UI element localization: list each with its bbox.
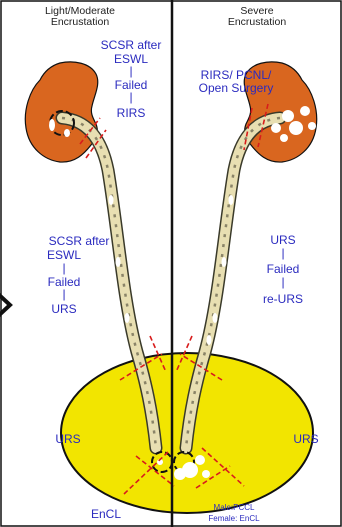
right-kidney-treatment: RIRS/ PCNL/ Open Surgery <box>199 68 274 95</box>
label-connector: | <box>281 275 284 289</box>
bladder-right-label: URS <box>293 432 318 446</box>
bladder-bottom-right-label-1: Male:PCCL <box>214 503 255 512</box>
label-line: SCSR after <box>49 234 110 248</box>
label-line: URS <box>51 302 76 316</box>
label-line: Failed <box>267 262 300 276</box>
label-line: SCSR after <box>101 38 162 52</box>
label-connector: | <box>129 90 132 104</box>
bladder-bottom-right-label-2: Female: EnCL <box>208 514 260 523</box>
label-line: RIRS/ PCNL/ <box>201 68 272 82</box>
right-header-line2: Encrustation <box>228 16 287 28</box>
bladder-left-label: URS <box>55 432 80 446</box>
left-kidney-spot <box>49 119 55 131</box>
left-kidney-spot <box>64 129 70 137</box>
bladder-bottom-left-label: EnCL <box>91 507 121 521</box>
label-connector: | <box>129 64 132 78</box>
left-kidney-treatment: SCSR after ESWL | Failed | RIRS <box>101 38 162 120</box>
label-line: Open Surgery <box>199 81 274 95</box>
left-header-line2: Encrustation <box>51 16 110 28</box>
label-connector: | <box>62 287 65 301</box>
label-line: ESWL <box>47 248 81 262</box>
label-connector: | <box>281 246 284 260</box>
label-line: re-URS <box>263 292 303 306</box>
label-line: RIRS <box>117 106 146 120</box>
label-line: URS <box>270 233 295 247</box>
right-ureter-treatment: URS | Failed | re-URS <box>263 233 303 306</box>
left-ureter-treatment: SCSR after ESWL | Failed | URS <box>47 234 109 316</box>
label-connector: | <box>62 261 65 275</box>
